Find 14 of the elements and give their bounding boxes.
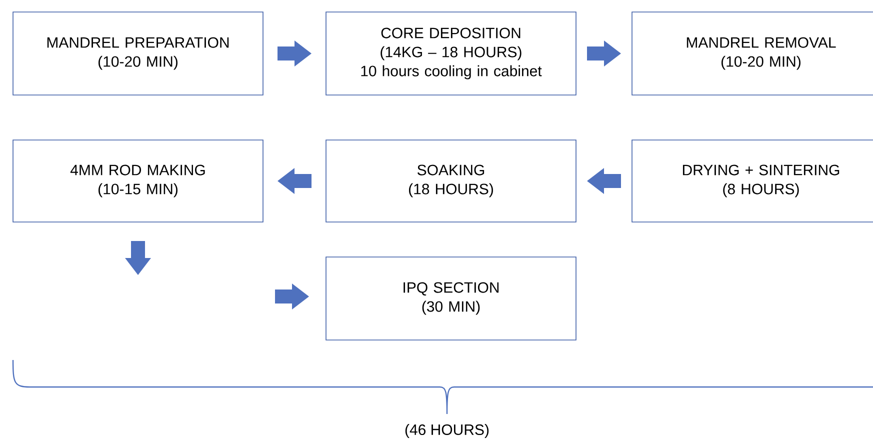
process-box: 4MM ROD MAKING (10-15 MIN) bbox=[12, 140, 264, 222]
process-box: IPQ SECTION (30 MIN) bbox=[326, 256, 576, 340]
duration-label: (46 HOURS) bbox=[405, 424, 489, 438]
block-arrow bbox=[125, 241, 151, 275]
process-box: CORE DEPOSITION (14KG – 18 HOURS) 10 hours cooling in cabinet bbox=[326, 12, 576, 96]
block-arrow bbox=[275, 284, 309, 310]
block-arrow bbox=[278, 168, 312, 194]
process-box: MANDREL REMOVAL (10-20 MIN) bbox=[632, 12, 873, 96]
process-box: DRYING + SINTERING (8 HOURS) bbox=[632, 140, 873, 222]
process-box: SOAKING (18 HOURS) bbox=[326, 140, 576, 222]
process-box: MANDREL PREPARATION (10-20 MIN) bbox=[12, 12, 264, 96]
block-arrow bbox=[587, 40, 621, 66]
block-arrow bbox=[278, 40, 312, 66]
block-arrow bbox=[587, 168, 621, 194]
